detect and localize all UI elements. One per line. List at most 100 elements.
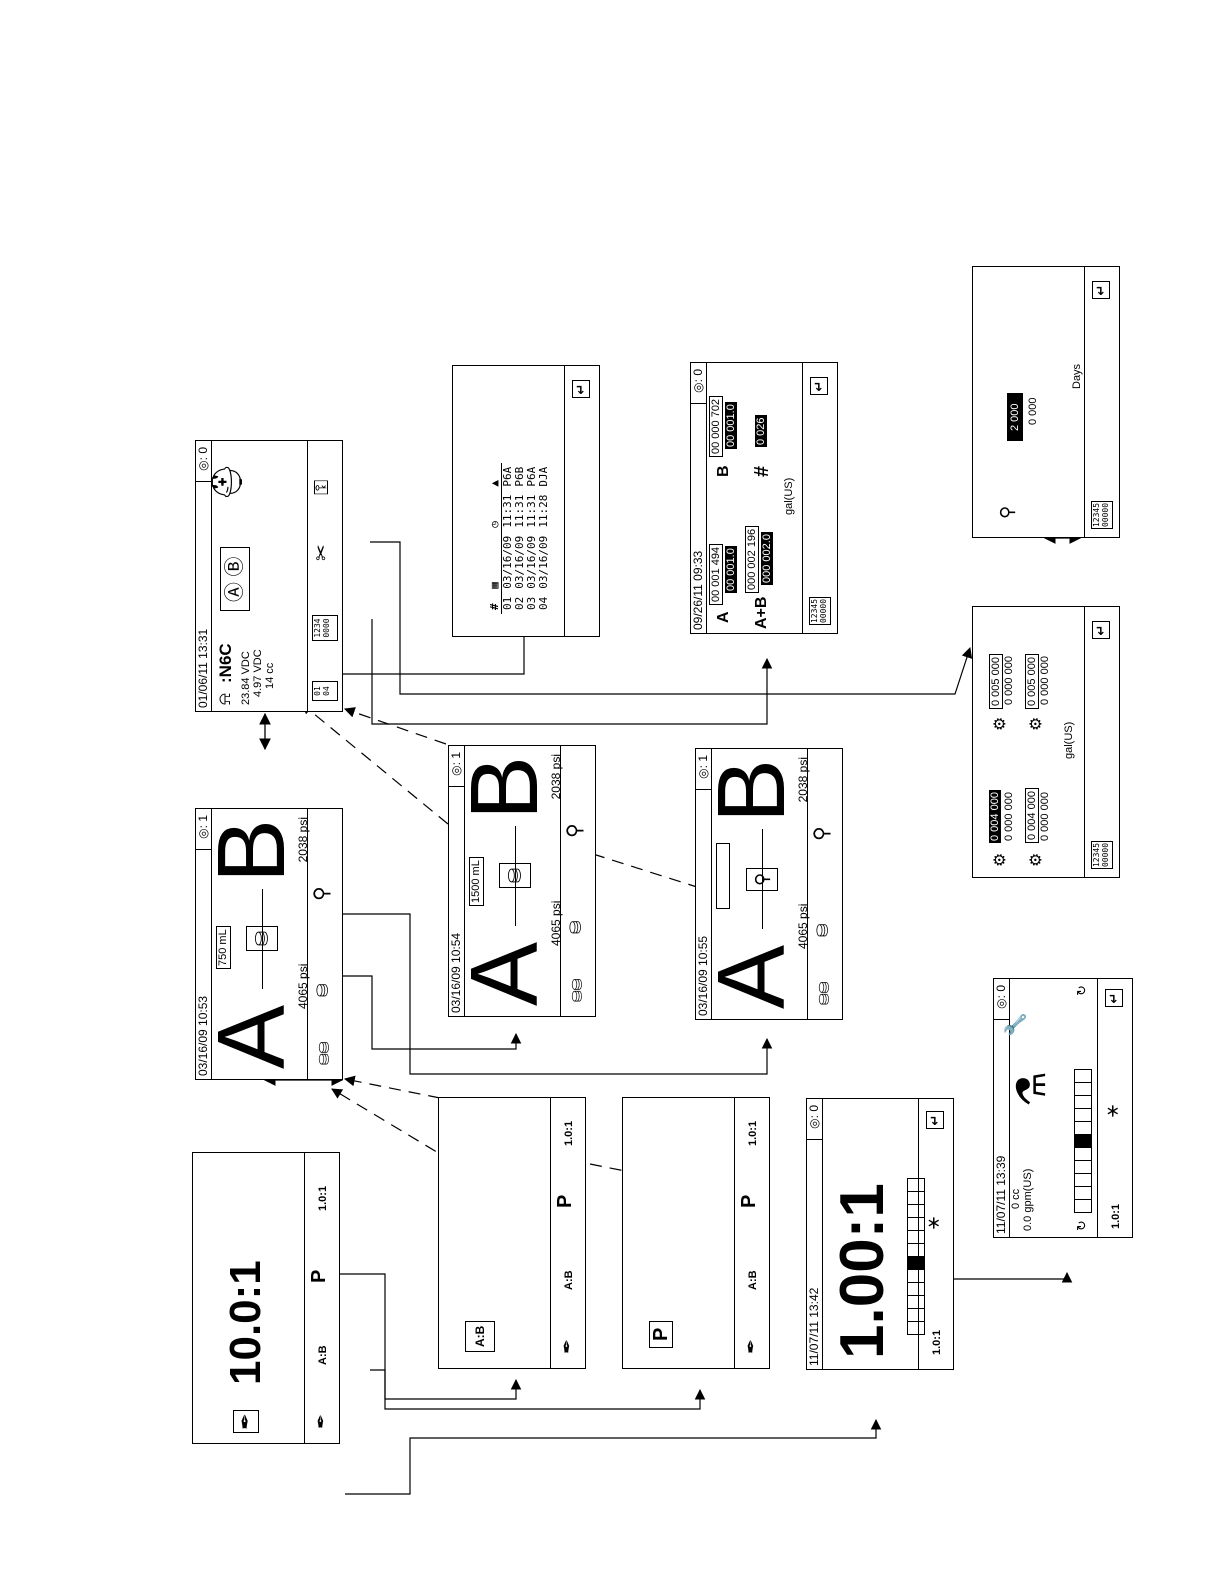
reset-left-icon[interactable]: ↻ <box>1074 1220 1089 1231</box>
prime-screen-frame: P✒ A:B P 1.0:1 <box>622 1097 770 1369</box>
ratio-check-screen-frame: A:B✒ A:B P 1.0:1 <box>438 1097 586 1369</box>
status-counter: ◎: 0 <box>196 441 211 482</box>
spray-gun-icon[interactable]: ✒ <box>741 1338 761 1354</box>
ratio-setup-icon[interactable]: 1.0:1 <box>1110 1203 1122 1229</box>
error-log-header-row: #▦◷▲ <box>488 462 502 614</box>
pressure-recirc-screen-letter-a: A <box>698 944 805 1009</box>
ratio-check-softkey-bar: ✒ A:B P 1.0:1 <box>550 1098 585 1368</box>
totals-ab-total: 000 002 196 <box>745 525 759 593</box>
ratio-setup-icon[interactable]: 1.0:1 <box>317 1185 329 1211</box>
mix-icon[interactable]: ⚹ <box>922 1217 944 1229</box>
ratio-setup-icon[interactable]: 1.0:1 <box>747 1120 759 1146</box>
counter-icon[interactable]: 12345 00000 <box>1091 501 1113 529</box>
operator-icon: ⛑ <box>211 462 244 501</box>
pressure-recirc-screen-volume-empty <box>716 843 730 909</box>
error-log-header-cell: # <box>488 592 502 614</box>
drum-icon[interactable]: ⛁ <box>815 923 832 937</box>
pump-prime-icon[interactable]: P <box>554 1194 576 1208</box>
totals-b-total: 00 000 702 <box>709 395 723 457</box>
prime-softkey-bar: ✒ A:B P 1.0:1 <box>734 1098 769 1368</box>
pressure-main-screen-letter-b: B <box>198 819 305 884</box>
spray-gun-icon[interactable]: ✒ <box>557 1338 577 1354</box>
ratio-check-icon[interactable]: A:B <box>317 1345 329 1365</box>
mix-icon[interactable]: ⚹ <box>1101 1105 1123 1117</box>
run-home-ratio: 10.0:1 <box>221 1260 270 1385</box>
pressure-recirc-screen-softkey-bar: ⛁⛁⛁⚲ <box>807 749 842 1019</box>
maint-datetime: 11/07/11 13:39 <box>994 1155 1008 1234</box>
status-code: :N6C <box>216 643 235 683</box>
svc-b3: 0 005 000 <box>1025 654 1039 709</box>
days-value-selected: 2 000 <box>1007 393 1023 441</box>
gun-icon[interactable]: ⚲ <box>564 823 586 838</box>
link-status-errlog <box>342 620 530 675</box>
link-home-ratiocheck <box>370 1369 522 1400</box>
totals-icon[interactable]: 1234 0000 <box>312 615 338 641</box>
double-drum-icon[interactable]: ⛁⛁ <box>816 981 832 1005</box>
error-log-softkey-bar: ↵ <box>564 366 599 636</box>
nozzle-icon: ⚗ <box>1010 1071 1054 1107</box>
tools-icon[interactable]: ✂ <box>311 544 333 561</box>
totals-a-total: 00 001 494 <box>709 543 723 605</box>
dash-ratiocheck-main <box>343 1075 441 1099</box>
run-home-softkey-bar: ✒ A:B P 1.0:1 <box>304 1153 339 1443</box>
enter-icon[interactable]: ↵ <box>1092 621 1110 639</box>
pressure-main-screen-state-icon: ⛁ <box>246 925 278 951</box>
pump-prime-icon[interactable]: P <box>738 1194 760 1208</box>
pressure-dispense-screen-volume: 1500 mL <box>469 857 484 906</box>
double-drum-icon[interactable]: ⛁⛁ <box>569 978 585 1002</box>
ratio-setup-counter: ◎: 0 <box>807 1099 822 1140</box>
service-softkey-bar: 12345 00000 ↵ <box>1084 607 1119 877</box>
totals-label-b: B <box>715 465 732 477</box>
error-log-icon[interactable]: 01 04 <box>312 681 338 701</box>
ratio-check-screen: A:B✒ A:B P 1.0:1 <box>438 1097 586 1369</box>
dash-prime-screen2 <box>589 1163 631 1173</box>
ratio-check-icon[interactable]: A:B <box>563 1270 575 1290</box>
drum-icon[interactable]: ⛁ <box>315 983 332 997</box>
ratio-setup-icon[interactable]: 1.0:1 <box>931 1329 943 1355</box>
totals-ab-reset: 000 002.0 <box>761 532 773 585</box>
ratio-setup-icon[interactable]: 1.0:1 <box>563 1120 575 1146</box>
counter-icon[interactable]: 12345 00000 <box>809 597 831 625</box>
maint-bar-segment <box>1074 1160 1092 1174</box>
gun-icon[interactable]: ⚲ <box>311 886 333 901</box>
spray-gun-icon: ✒ <box>233 1410 259 1433</box>
double-drum-icon[interactable]: ⛁⛁ <box>316 1041 332 1065</box>
ratio-check-icon[interactable]: A:B <box>747 1270 759 1290</box>
pump-b-icon: ⚙ <box>992 716 1009 731</box>
gun-icon[interactable]: ⚲ <box>811 826 833 841</box>
status-voltage1: 23.84 VDC <box>240 651 252 705</box>
dash-dispense-status <box>301 703 449 825</box>
days-units: Days <box>1071 363 1083 389</box>
error-log-header-cell: ▦ <box>488 531 502 593</box>
dash-recirc-dispense <box>592 853 698 888</box>
status-voltage2: 4.97 VDC <box>252 649 264 697</box>
totals-label-ab: A+B <box>753 596 770 629</box>
drum-icon[interactable]: ⛁ <box>568 920 585 934</box>
counter-icon[interactable]: 12345 00000 <box>1091 841 1113 869</box>
totals-datetime: 09/26/11 09:33 <box>691 550 705 630</box>
dash-dispense-status3 <box>343 707 447 745</box>
enter-icon[interactable]: ↵ <box>810 377 828 395</box>
reset-right-icon[interactable]: ↻ <box>1074 985 1089 996</box>
pump-prime-icon[interactable]: P <box>308 1269 330 1283</box>
enter-icon[interactable]: ↵ <box>1105 989 1123 1007</box>
enter-icon[interactable]: ↵ <box>572 380 590 398</box>
enter-icon[interactable]: ↵ <box>1092 281 1110 299</box>
run-home-screen: 10.0:1 ✒ ✒ A:B P 1.0:1 <box>192 1152 340 1444</box>
svc-b1: 0 005 000 <box>989 654 1003 709</box>
maint-bar-segment <box>1074 1082 1092 1096</box>
spray-gun-softkey-icon[interactable]: ✒ <box>311 1413 331 1429</box>
maint-bar-segment <box>1074 1108 1092 1122</box>
status-datetime: 01/06/11 13:31 <box>196 628 210 708</box>
maint-bar-segment <box>1074 1186 1092 1200</box>
enter-icon[interactable]: ↵ <box>926 1111 944 1129</box>
pump-b2-icon: ⚙ <box>1028 716 1045 731</box>
key-icon[interactable]: ⚿ <box>311 479 333 495</box>
alarm-bell-icon: ⍾ <box>214 693 234 705</box>
